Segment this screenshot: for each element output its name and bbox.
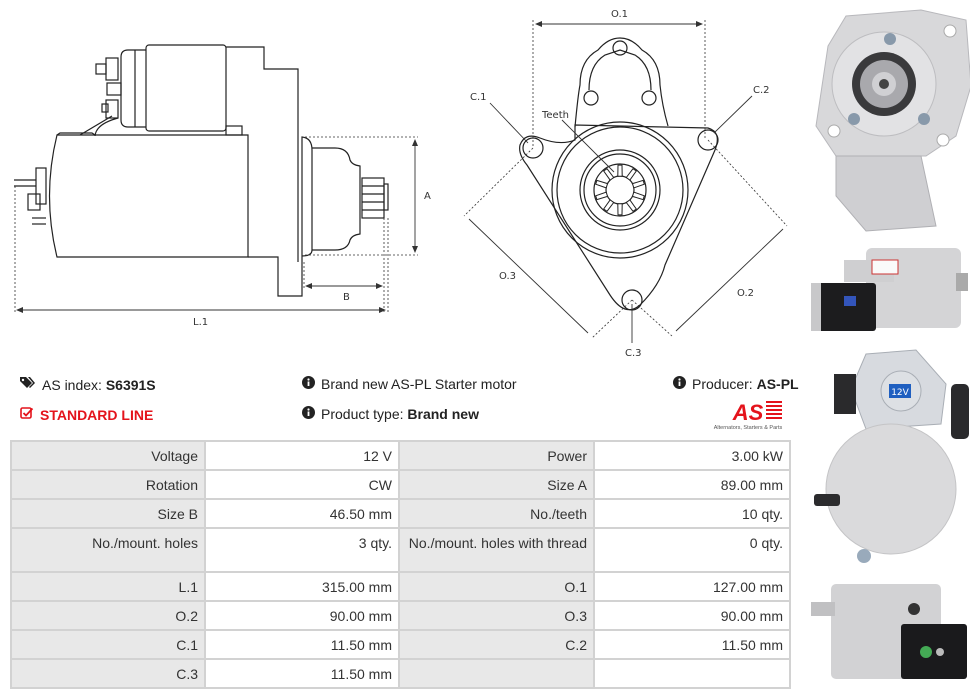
photo-other-side-view[interactable] [806,574,970,686]
spec-label: Voltage [10,440,206,471]
photo-rear-view[interactable]: 12V [806,344,970,566]
pinion-tooth [603,168,615,181]
pinion-tooth [595,191,609,201]
tags-icon [20,376,36,393]
label-b: B [343,292,350,303]
label-c3: C.3 [625,348,642,359]
as-index-value: S6391S [105,376,156,393]
label-a: A [424,191,431,202]
as-index: AS index: S6391S [20,376,156,393]
spec-value: 11.50 mm [204,629,400,660]
info-icon [302,376,315,392]
label-o2: O.2 [737,288,754,299]
spec-label: C.2 [398,629,595,660]
label-c1: C.1 [470,92,487,103]
pinion-tooth [631,179,645,189]
spec-label: C.3 [10,658,206,689]
spec-label: L.1 [10,571,206,602]
pinion-tooth [625,168,637,181]
solenoid-body [145,44,227,132]
spec-value: 11.50 mm [204,658,400,689]
pinion-tooth [617,164,623,177]
photo-side-view[interactable] [806,238,970,336]
motor-body [48,134,249,258]
spec-value: 10 qty. [593,498,791,529]
spec-label: Power [398,440,595,471]
spec-label: No./teeth [398,498,595,529]
spec-label: Rotation [10,469,206,500]
product-description: Brand new AS-PL Starter motor [302,376,517,392]
spec-label: No./mount. holes [10,527,206,573]
pinion-tooth [595,179,609,189]
spec-label: O.3 [398,600,595,631]
logo-tagline: Alternators, Starters & Parts [714,425,783,431]
standard-line-badge: STANDARD LINE [20,406,153,423]
photo-front-view[interactable] [806,6,972,232]
flange-outline [519,124,718,311]
pinion-tooth [617,203,623,216]
spec-label: No./mount. holes with thread [398,527,595,573]
spec-label: Size B [10,498,206,529]
voltage-badge: 12V [891,388,909,398]
spec-value: 0 qty. [593,527,791,573]
producer-value: AS-PL [756,376,799,392]
check-square-icon [20,406,34,423]
spec-value: 127.00 mm [593,571,791,602]
label-o3: O.3 [499,271,516,282]
as-pl-logo[interactable]: AS Alternators, Starters & Parts [702,398,794,432]
spec-label: Size A [398,469,595,500]
side-view-drawing: A B L.1 [14,44,431,328]
spec-value [593,658,791,689]
spec-label: O.1 [398,571,595,602]
front-view-drawing: O.1 C.1 C.2 Teeth O.3 O.2 C.3 [463,9,788,359]
spec-label: C.1 [10,629,206,660]
info-icon [302,406,315,422]
label-teeth: Teeth [541,110,569,121]
pinion-tooth [603,199,615,212]
spec-label: O.2 [10,600,206,631]
spec-label [398,658,595,689]
label-c2: C.2 [753,85,770,96]
spec-value: 11.50 mm [593,629,791,660]
product-type: Product type: Brand new [302,406,479,422]
spec-value: 3 qty. [204,527,400,573]
spec-value: 315.00 mm [204,571,400,602]
spec-value: 3.00 kW [593,440,791,471]
info-icon [673,376,686,392]
logo-mark: AS [732,400,764,425]
spec-value: 89.00 mm [593,469,791,500]
pinion-tooth [625,199,637,212]
product-type-value: Brand new [407,406,479,422]
pinion-tooth [631,191,645,201]
spec-value: 46.50 mm [204,498,400,529]
spec-value: 12 V [204,440,400,471]
spec-value: CW [204,469,400,500]
spec-value: 90.00 mm [204,600,400,631]
producer: Producer: AS-PL [673,376,799,392]
label-l1: L.1 [193,317,208,328]
label-o1: O.1 [611,9,628,20]
pinion-teeth [595,164,645,216]
spec-value: 90.00 mm [593,600,791,631]
